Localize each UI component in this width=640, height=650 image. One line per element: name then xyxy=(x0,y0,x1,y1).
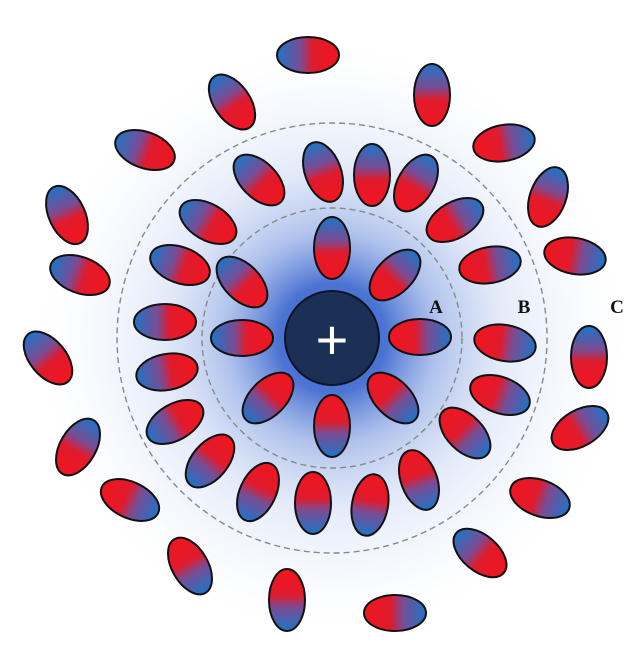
water-dipole xyxy=(269,569,305,631)
shell-label-a: A xyxy=(429,297,443,318)
water-dipole xyxy=(277,37,339,73)
central-ion: + xyxy=(285,291,379,385)
water-dipole xyxy=(389,319,451,355)
water-dipole xyxy=(211,320,273,356)
water-dipole xyxy=(295,472,331,534)
water-dipole xyxy=(314,217,350,279)
water-dipole xyxy=(414,64,450,126)
water-dipole xyxy=(364,595,426,631)
shell-label-b: B xyxy=(518,297,531,318)
shell-label-c: C xyxy=(610,297,624,318)
water-dipole xyxy=(571,326,607,388)
water-dipole xyxy=(314,395,350,457)
water-dipole xyxy=(134,304,196,340)
water-dipole xyxy=(354,144,390,206)
ion-charge-sign: + xyxy=(316,308,349,371)
